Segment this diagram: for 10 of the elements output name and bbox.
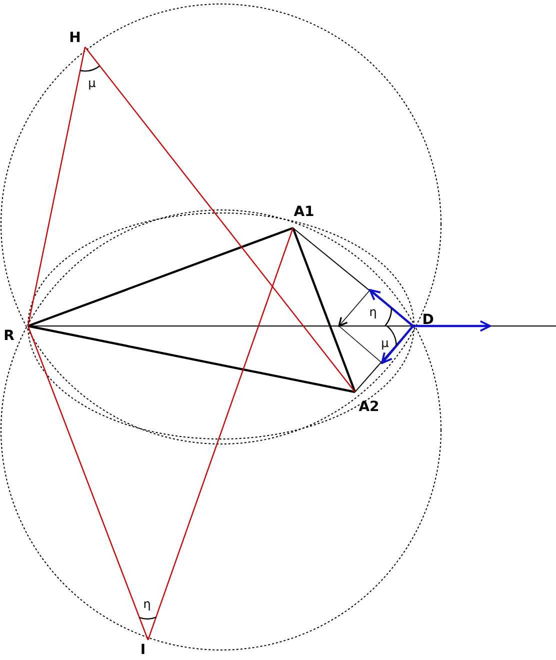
point-label: A2 [358, 400, 380, 414]
angle-label: μ [88, 77, 96, 89]
point-label: H [69, 31, 81, 45]
point-label: R [4, 329, 14, 343]
point-label: I [140, 643, 146, 657]
point-label: D [422, 313, 434, 327]
angle-label: η [143, 598, 151, 610]
angle-label: η [369, 306, 377, 318]
angle-label: μ [381, 337, 389, 349]
point-label: A1 [294, 205, 314, 219]
